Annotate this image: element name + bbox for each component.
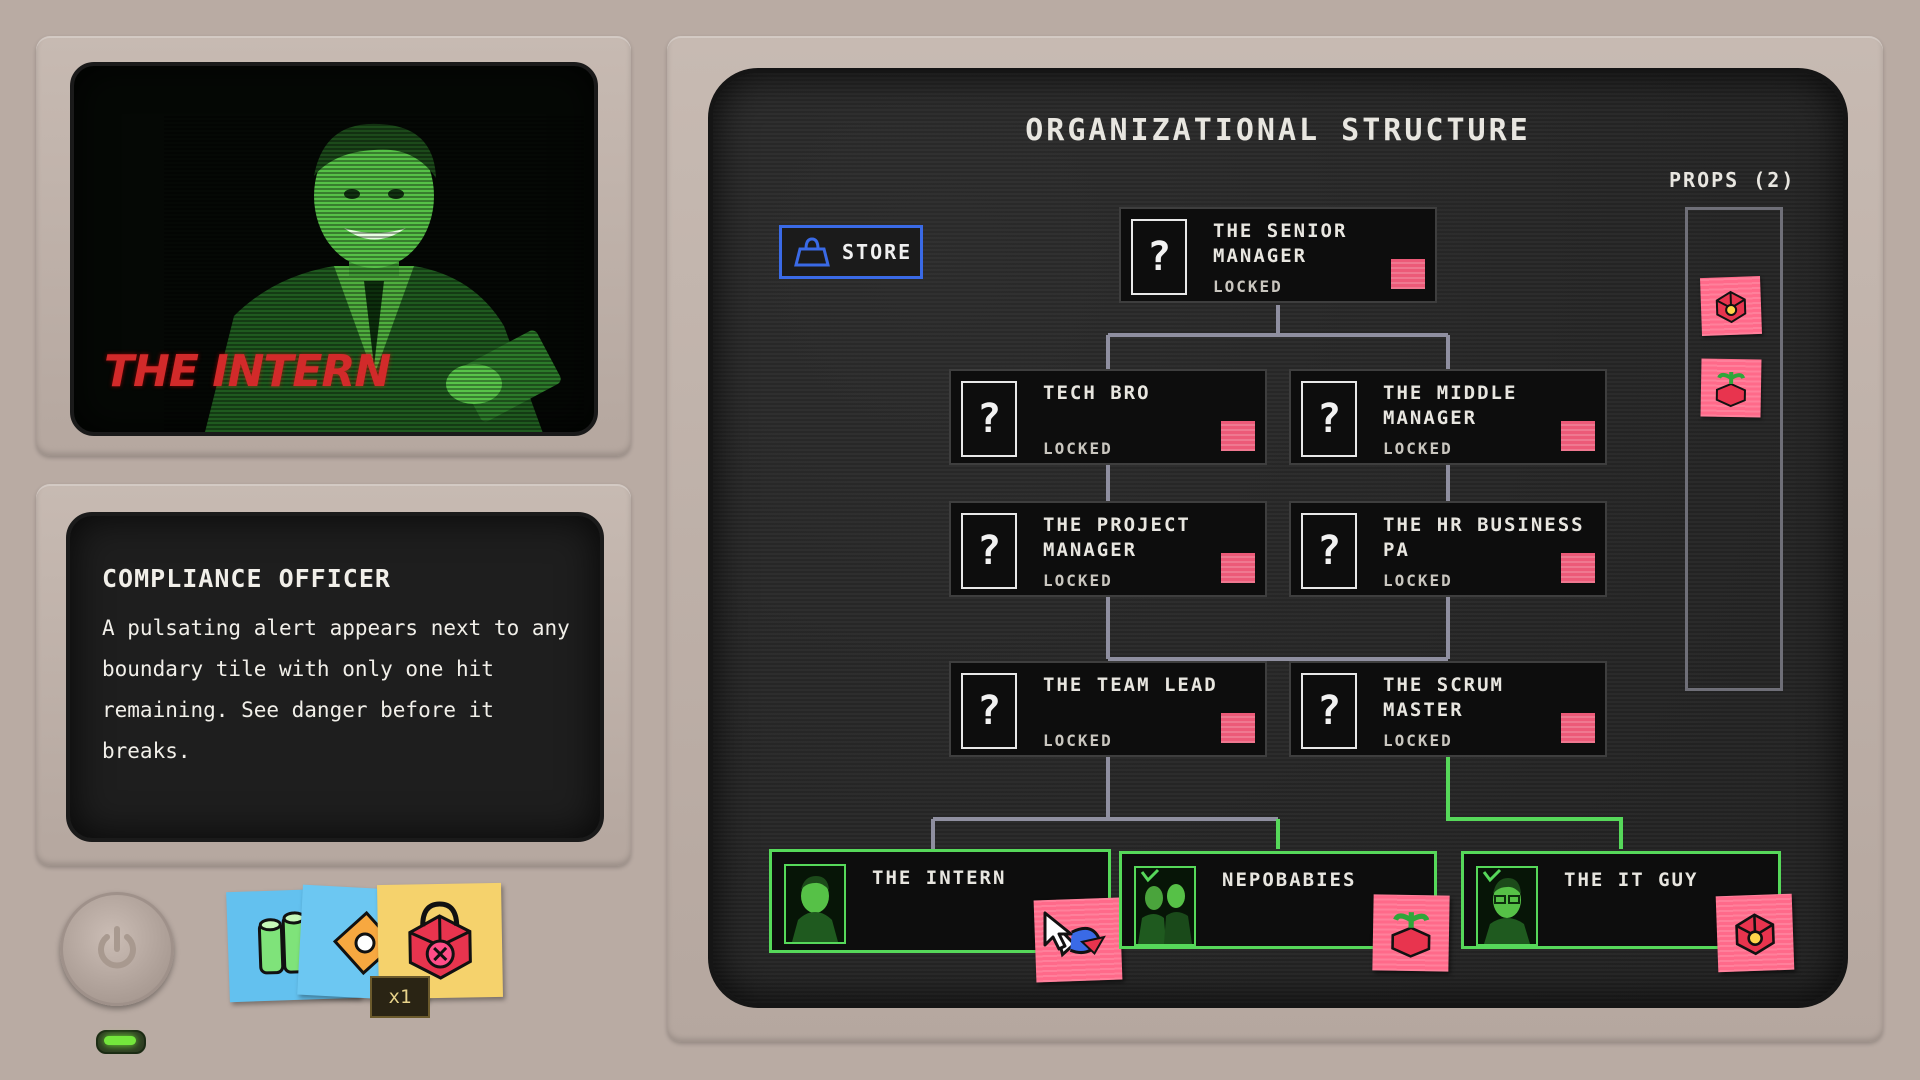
node-tag — [1391, 259, 1425, 289]
gem-cube-icon — [1715, 290, 1747, 324]
shopping-bag-icon — [794, 237, 830, 267]
inventory-count-badge: x1 — [370, 976, 430, 1018]
node-status: LOCKED — [1043, 571, 1113, 590]
org-node-team-lead[interactable]: ? THE TEAM LEAD LOCKED — [949, 661, 1267, 757]
org-node-senior-manager[interactable]: ? THE SENIOR MANAGER LOCKED — [1119, 207, 1437, 303]
portrait-caption: THE INTERN — [104, 346, 391, 397]
org-node-hr-business-pa[interactable]: ? THE HR BUSINESS PA LOCKED — [1289, 501, 1607, 597]
node-status: LOCKED — [1043, 731, 1113, 750]
org-title: ORGANIZATIONAL STRUCTURE — [1025, 113, 1531, 148]
node-status: LOCKED — [1383, 571, 1453, 590]
node-tag — [1561, 421, 1595, 451]
prop-item-2[interactable] — [1700, 358, 1762, 418]
org-screen: ORGANIZATIONAL STRUCTURE STORE PROPS (2)… — [708, 68, 1848, 1008]
props-label: PROPS (2) — [1669, 168, 1796, 192]
node-name: THE PROJECT MANAGER — [1043, 514, 1191, 561]
node-status: LOCKED — [1383, 439, 1453, 458]
node-name: THE SCRUM MASTER — [1383, 674, 1504, 721]
org-tree-connectors — [931, 305, 1623, 849]
nepobabies-avatar — [1134, 866, 1196, 946]
question-mark-icon: ? — [961, 381, 1017, 457]
node-name: THE IT GUY — [1564, 869, 1699, 891]
node-tag — [1561, 713, 1595, 743]
org-node-project-manager[interactable]: ? THE PROJECT MANAGER LOCKED — [949, 501, 1267, 597]
node-tag — [1221, 421, 1255, 451]
node-name: NEPOBABIES — [1222, 869, 1357, 891]
description-screen: COMPLIANCE OFFICER A pulsating alert app… — [66, 512, 604, 842]
inventory-item-locked-gem[interactable] — [377, 882, 503, 1000]
node-name: THE SENIOR MANAGER — [1213, 220, 1348, 267]
it-guy-prop-note[interactable] — [1715, 893, 1795, 973]
question-mark-icon: ? — [1301, 513, 1357, 589]
store-button[interactable]: STORE — [779, 225, 923, 279]
mouse-cursor-icon — [1043, 911, 1073, 951]
question-mark-icon: ? — [1301, 673, 1357, 749]
portrait-screen: THE INTERN — [70, 62, 598, 436]
node-name: THE MIDDLE MANAGER — [1383, 382, 1518, 429]
locked-gem-icon — [408, 901, 472, 980]
gem-sprout-icon — [1715, 371, 1746, 408]
gem-cube-icon — [1735, 913, 1775, 956]
intern-avatar — [784, 864, 846, 944]
node-name: TECH BRO — [1043, 382, 1151, 404]
node-status: LOCKED — [1383, 731, 1453, 750]
node-name: THE HR BUSINESS PA — [1383, 514, 1585, 561]
node-tag — [1221, 713, 1255, 743]
node-name: THE TEAM LEAD — [1043, 674, 1218, 696]
org-node-scrum-master[interactable]: ? THE SCRUM MASTER LOCKED — [1289, 661, 1607, 757]
question-mark-icon: ? — [1131, 219, 1187, 295]
node-tag — [1561, 553, 1595, 583]
prop-item-1[interactable] — [1700, 275, 1762, 337]
nepobabies-prop-note[interactable] — [1372, 894, 1450, 972]
power-icon — [98, 926, 136, 969]
node-status: LOCKED — [1043, 439, 1113, 458]
props-tray — [1685, 207, 1783, 691]
org-node-middle-manager[interactable]: ? THE MIDDLE MANAGER LOCKED — [1289, 369, 1607, 465]
org-node-tech-bro[interactable]: ? TECH BRO LOCKED — [949, 369, 1267, 465]
node-tag — [1221, 553, 1255, 583]
it-guy-avatar — [1476, 866, 1538, 946]
description-body: A pulsating alert appears next to any bo… — [102, 616, 570, 763]
node-status: LOCKED — [1213, 277, 1283, 296]
store-label: STORE — [842, 240, 913, 264]
power-button[interactable] — [60, 892, 174, 1006]
power-led — [96, 1030, 146, 1054]
question-mark-icon: ? — [961, 673, 1017, 749]
question-mark-icon: ? — [1301, 381, 1357, 457]
question-mark-icon: ? — [961, 513, 1017, 589]
node-name: THE INTERN — [872, 867, 1007, 889]
intern-portrait — [164, 116, 584, 432]
description-title: COMPLIANCE OFFICER — [102, 564, 391, 593]
gem-sprout-icon — [1391, 912, 1431, 958]
